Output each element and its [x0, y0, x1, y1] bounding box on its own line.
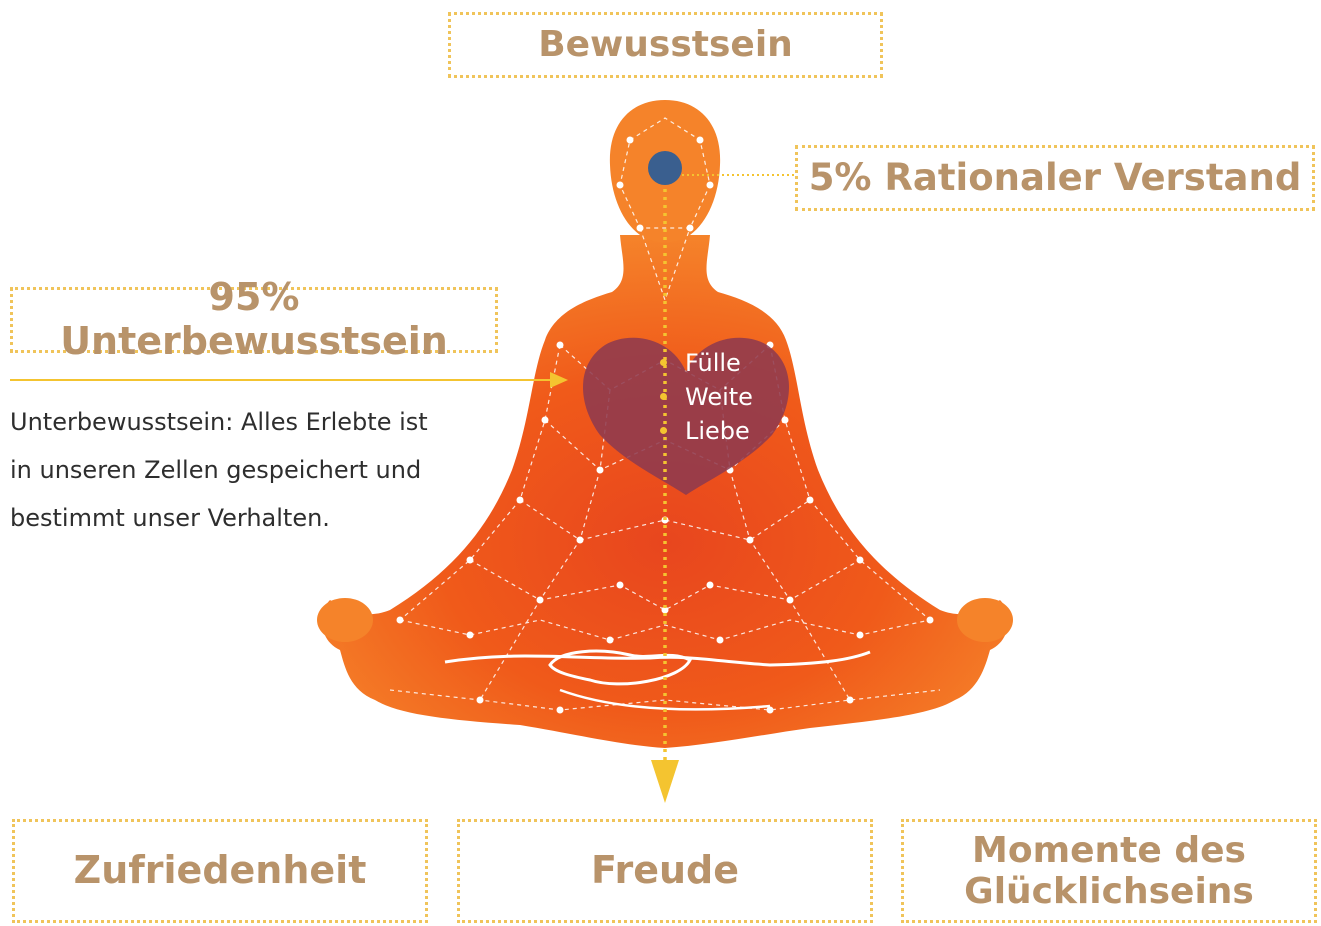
outcome-text: Momente des Glücklichseins	[944, 830, 1274, 913]
right-hand	[957, 598, 1013, 642]
outcome-text: Freude	[591, 849, 739, 893]
consciousness-text: Bewusstsein	[538, 24, 793, 65]
rational-mind-text: 5% Rationaler Verstand	[809, 157, 1302, 200]
outcome-joy: Freude	[457, 819, 873, 923]
heart-quality-item: Weite	[660, 380, 753, 414]
third-eye-icon	[648, 151, 682, 185]
subconscious-label: 95% Unterbewusstsein	[10, 287, 498, 353]
consciousness-label: Bewusstsein	[448, 12, 883, 78]
outcome-happiness: Momente des Glücklichseins	[901, 819, 1317, 923]
arrow-down-icon	[651, 760, 679, 803]
subconscious-text: 95% Unterbewusstsein	[13, 276, 495, 363]
heart-quality-item: Liebe	[660, 414, 753, 448]
rational-mind-label: 5% Rationaler Verstand	[795, 145, 1315, 211]
subconscious-description: Unterbewusstsein: Alles Erlebte ist in u…	[10, 398, 450, 542]
outcome-text: Zufriedenheit	[74, 849, 367, 893]
left-hand	[317, 598, 373, 642]
heart-qualities-list: Fülle Weite Liebe	[660, 346, 753, 448]
heart-quality-item: Fülle	[660, 346, 753, 380]
outcome-satisfaction: Zufriedenheit	[12, 819, 428, 923]
